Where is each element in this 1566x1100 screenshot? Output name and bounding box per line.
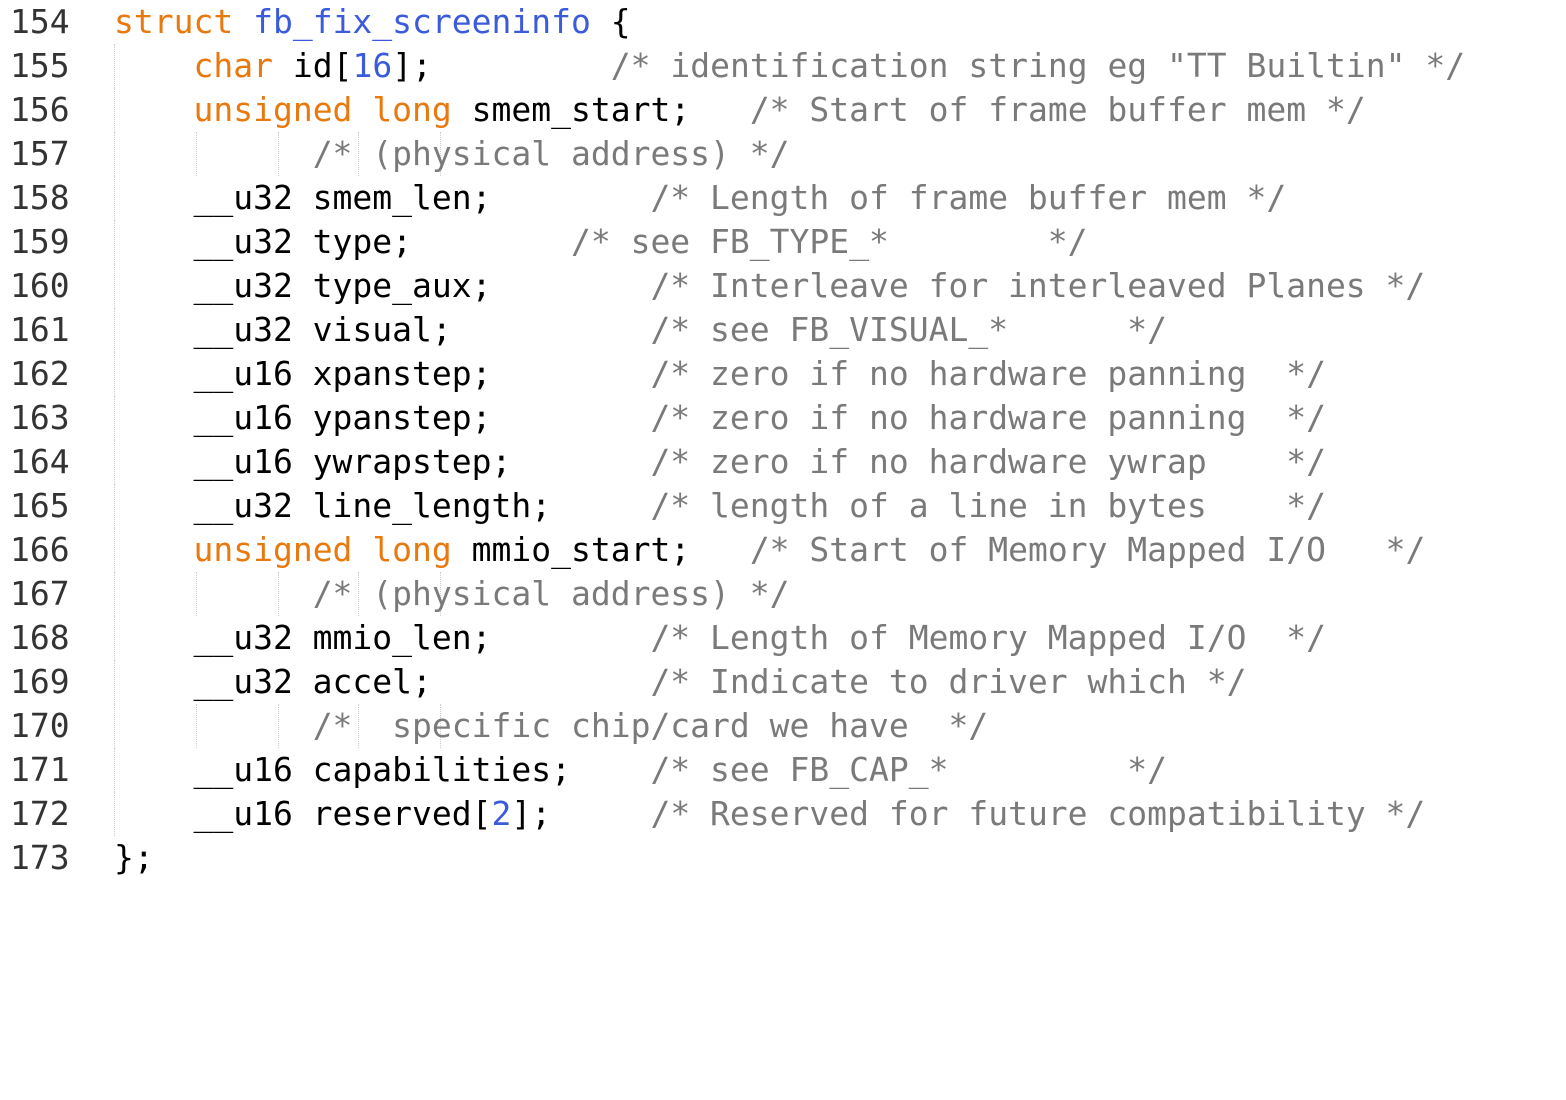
code-text: __u32 smem_len; /* Length of frame buffe…: [114, 178, 1287, 217]
line-number: 168: [10, 618, 70, 657]
code-text: __u32 line_length; /* length of a line i…: [114, 486, 1326, 525]
code-text: __u32 type; /* see FB_TYPE_* */: [114, 222, 1088, 261]
line-number: 162: [10, 354, 70, 393]
line-number: 160: [10, 266, 70, 305]
code-text: __u32 mmio_len; /* Length of Memory Mapp…: [114, 618, 1326, 657]
line-number: 171: [10, 750, 70, 789]
code-text: __u16 ywrapstep; /* zero if no hardware …: [114, 442, 1326, 481]
line-number: 166: [10, 530, 70, 569]
line-number: 170: [10, 706, 70, 745]
code-text: /* (physical address) */: [312, 134, 790, 173]
code-line: 164 __u16 ywrapstep; /* zero if no hardw…: [0, 440, 1566, 484]
line-number: 173: [10, 838, 70, 877]
line-number: 154: [10, 2, 70, 41]
code-text: unsigned long smem_start; /* Start of fr…: [193, 90, 1366, 129]
code-line: 170 /* specific chip/card we have */: [0, 704, 1566, 748]
line-number: 156: [10, 90, 70, 129]
line-number: 159: [10, 222, 70, 261]
code-text: __u16 xpanstep; /* zero if no hardware p…: [114, 354, 1326, 393]
code-line: 160 __u32 type_aux; /* Interleave for in…: [0, 264, 1566, 308]
line-number: 164: [10, 442, 70, 481]
code-line: 165 __u32 line_length; /* length of a li…: [0, 484, 1566, 528]
code-text: __u32 accel; /* Indicate to driver which…: [114, 662, 1247, 701]
line-number: 163: [10, 398, 70, 437]
code-text: __u16 capabilities; /* see FB_CAP_* */: [114, 750, 1167, 789]
line-number: 172: [10, 794, 70, 833]
code-line: 155 char id[16]; /* identification strin…: [0, 44, 1566, 88]
code-text: };: [114, 838, 154, 877]
code-line: 163 __u16 ypanstep; /* zero if no hardwa…: [0, 396, 1566, 440]
code-line: 171 __u16 capabilities; /* see FB_CAP_* …: [0, 748, 1566, 792]
code-line: 173 };: [0, 836, 1566, 880]
code-line: 156 unsigned long smem_start; /* Start o…: [0, 88, 1566, 132]
code-text: /* specific chip/card we have */: [312, 706, 989, 745]
code-text: __u16 ypanstep; /* zero if no hardware p…: [114, 398, 1326, 437]
line-number: 169: [10, 662, 70, 701]
code-editor[interactable]: 154 struct fb_fix_screeninfo { 155 char …: [0, 0, 1566, 894]
code-line: 166 unsigned long mmio_start; /* Start o…: [0, 528, 1566, 572]
code-text: unsigned long mmio_start; /* Start of Me…: [193, 530, 1426, 569]
line-number: 155: [10, 46, 70, 85]
line-number: 165: [10, 486, 70, 525]
line-number: 161: [10, 310, 70, 349]
code-line: 159 __u32 type; /* see FB_TYPE_* */: [0, 220, 1566, 264]
code-text: struct fb_fix_screeninfo {: [114, 2, 631, 41]
code-text: __u32 visual; /* see FB_VISUAL_* */: [114, 310, 1167, 349]
code-line: 168 __u32 mmio_len; /* Length of Memory …: [0, 616, 1566, 660]
code-line: 162 __u16 xpanstep; /* zero if no hardwa…: [0, 352, 1566, 396]
code-text: /* (physical address) */: [312, 574, 790, 613]
line-number: 158: [10, 178, 70, 217]
code-line: 158 __u32 smem_len; /* Length of frame b…: [0, 176, 1566, 220]
code-text: __u32 type_aux; /* Interleave for interl…: [114, 266, 1426, 305]
code-line: 157 /* (physical address) */: [0, 132, 1566, 176]
line-number: 167: [10, 574, 70, 613]
code-line: 167 /* (physical address) */: [0, 572, 1566, 616]
code-line: 161 __u32 visual; /* see FB_VISUAL_* */: [0, 308, 1566, 352]
code-line: 169 __u32 accel; /* Indicate to driver w…: [0, 660, 1566, 704]
code-line: 172 __u16 reserved[2]; /* Reserved for f…: [0, 792, 1566, 836]
code-line: 154 struct fb_fix_screeninfo {: [0, 0, 1566, 44]
line-number: 157: [10, 134, 70, 173]
code-text: char id[16]; /* identification string eg…: [193, 46, 1466, 85]
code-text: __u16 reserved[2]; /* Reserved for futur…: [114, 794, 1426, 833]
